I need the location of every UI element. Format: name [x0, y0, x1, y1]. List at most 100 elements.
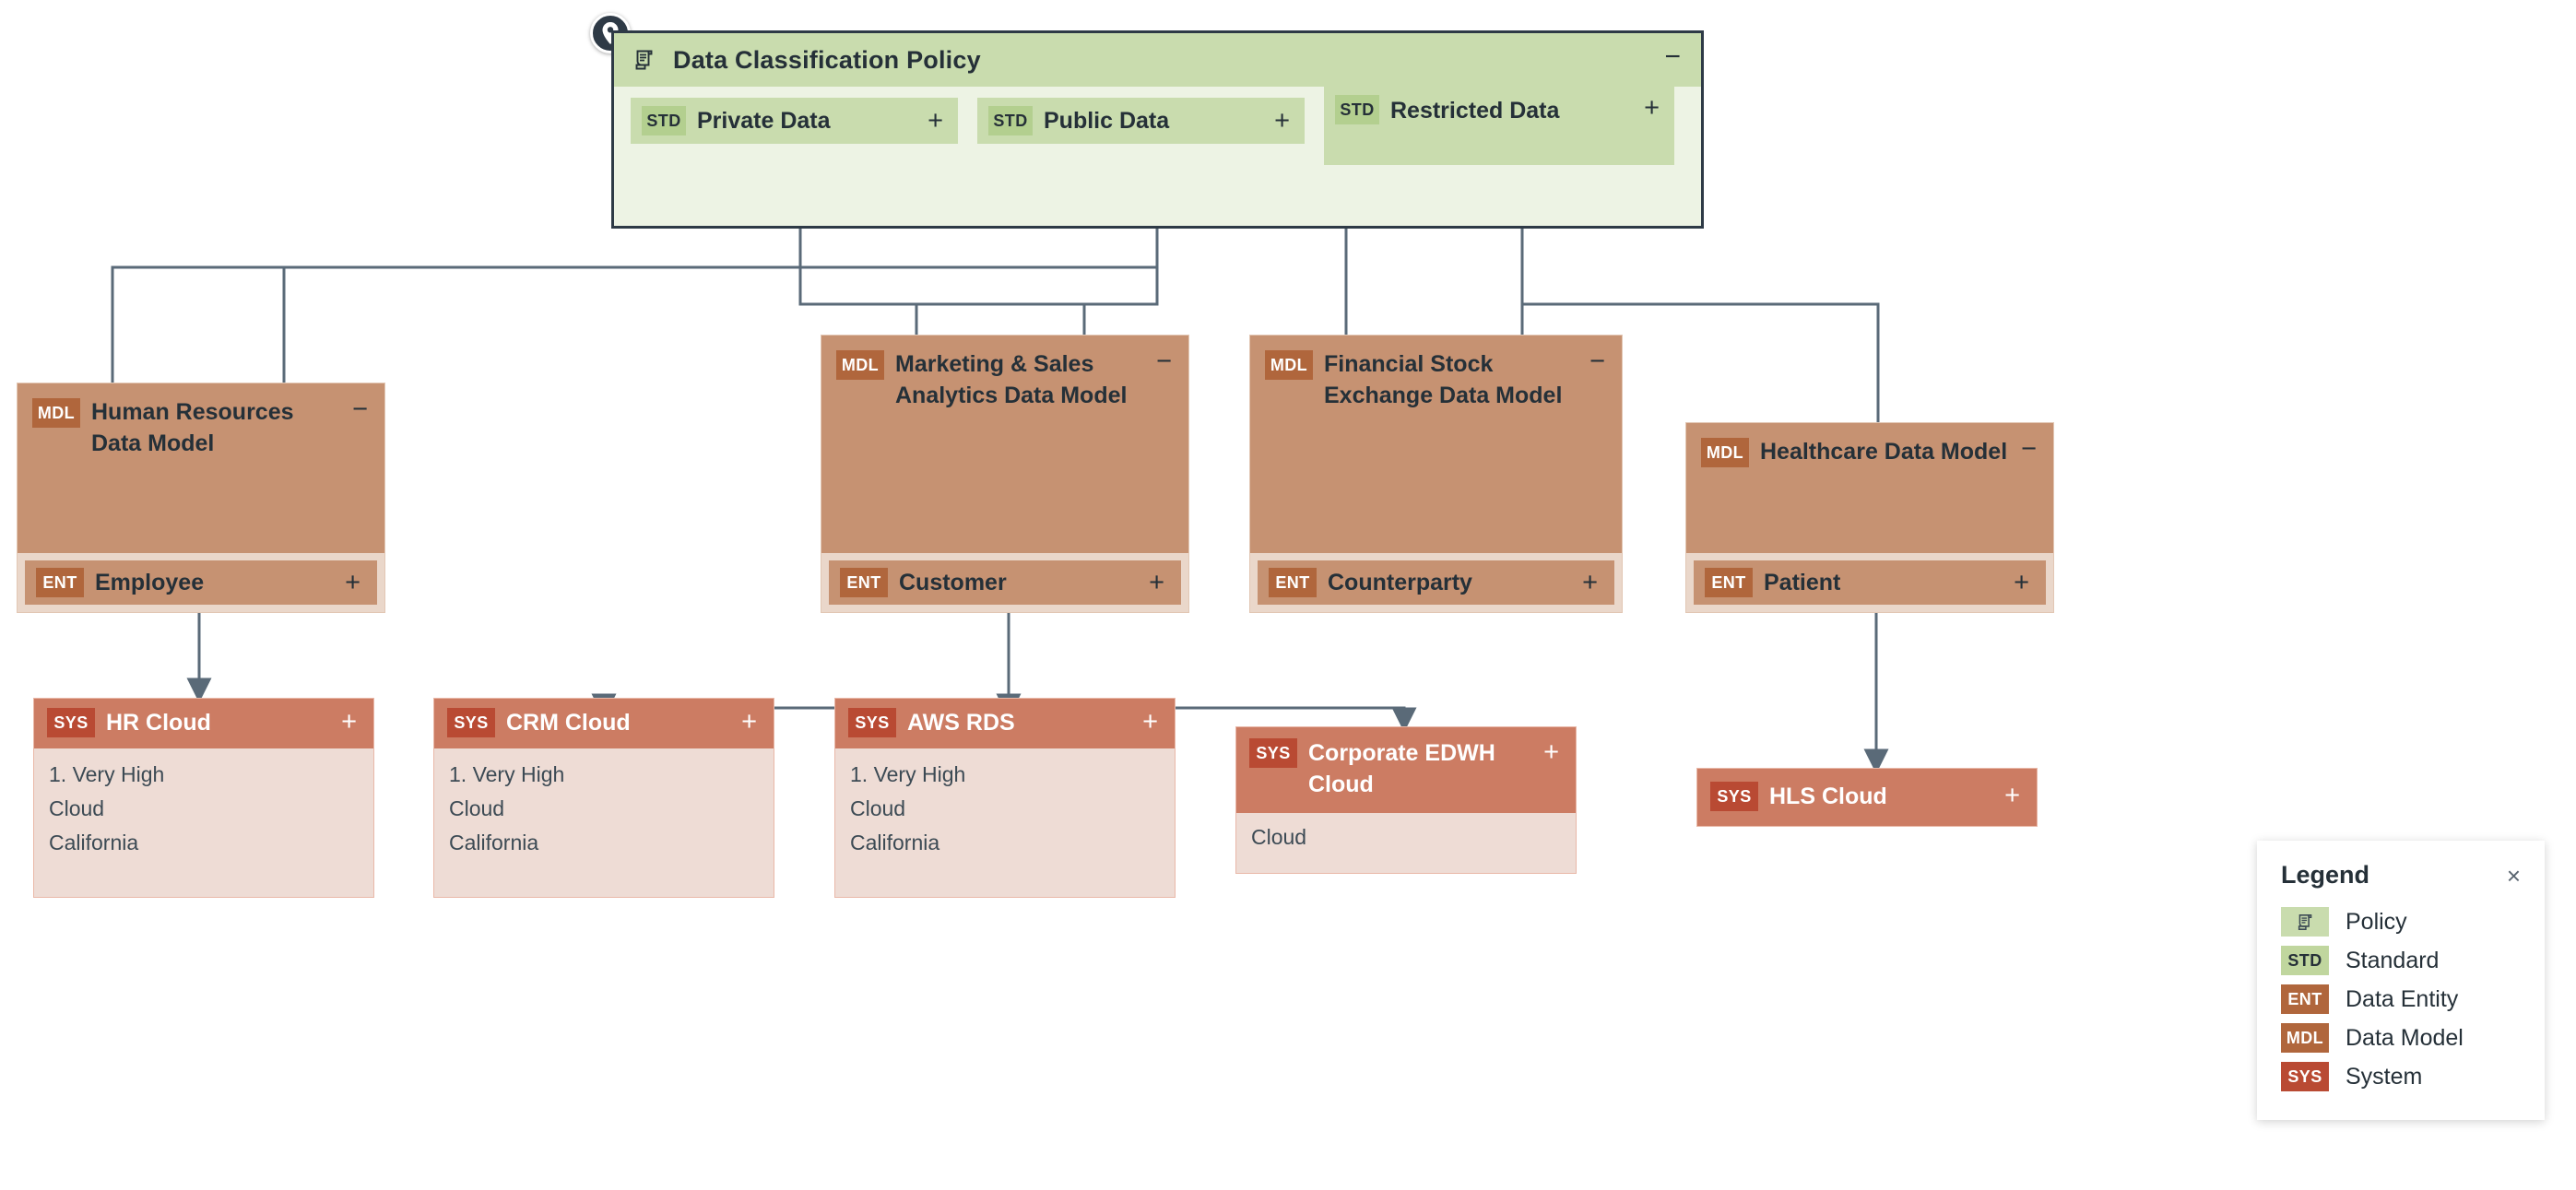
system-attribute: Cloud: [49, 795, 105, 820]
system-attribute: 1. Very High: [449, 761, 565, 786]
entity-chip-customer[interactable]: ENT Customer +: [829, 560, 1181, 605]
data-model-title: Marketing & Sales Analytics Data Model: [895, 351, 1128, 408]
system-attributes: 1. Very High Cloud California: [34, 748, 373, 872]
system-attributes: 1. Very High Cloud California: [434, 748, 774, 872]
std-badge: STD: [2281, 946, 2329, 975]
system-attribute: 1. Very High: [850, 761, 966, 786]
system-expand-button[interactable]: +: [1142, 707, 1158, 736]
policy-standards-area: STD Private Data + STD Public Data + STD…: [614, 82, 1701, 165]
legend-item-data-entity: ENT Data Entity: [2281, 980, 2521, 1019]
data-model-collapse-button[interactable]: −: [1589, 347, 1605, 376]
data-model-title: Healthcare Data Model: [1760, 439, 2008, 465]
system-attribute: California: [850, 831, 940, 854]
entity-chip-patient[interactable]: ENT Patient +: [1694, 560, 2046, 605]
data-model-marketing-sales[interactable]: MDL Marketing & Sales Analytics Data Mod…: [821, 335, 1189, 613]
system-expand-button[interactable]: +: [741, 707, 757, 736]
standard-label: Public Data: [1044, 107, 1170, 134]
entity-label: Customer: [899, 569, 1007, 595]
sys-badge: SYS: [2281, 1062, 2329, 1091]
data-model-header[interactable]: MDL Human Resources Data Model −: [18, 383, 384, 468]
data-model-header[interactable]: MDL Healthcare Data Model −: [1686, 423, 2053, 477]
data-model-body: ENT Employee +: [18, 553, 384, 612]
system-expand-button[interactable]: +: [1543, 737, 1559, 767]
system-attributes: 1. Very High Cloud California: [835, 748, 1175, 872]
legend-item-standard: STD Standard: [2281, 941, 2521, 980]
data-model-human-resources[interactable]: MDL Human Resources Data Model − ENT Emp…: [17, 383, 385, 613]
data-model-financial-stock-exchange[interactable]: MDL Financial Stock Exchange Data Model …: [1249, 335, 1623, 613]
policy-header[interactable]: Data Classification Policy −: [614, 33, 1701, 87]
system-title: AWS RDS: [907, 710, 1015, 736]
system-header[interactable]: SYS Corporate EDWH Cloud +: [1236, 727, 1576, 813]
data-model-collapse-button[interactable]: −: [1156, 347, 1172, 376]
system-attribute: Cloud: [850, 795, 906, 820]
scroll-policy-icon: [2281, 907, 2329, 937]
system-attribute: California: [449, 831, 539, 854]
standard-chip-private-data[interactable]: STD Private Data +: [631, 98, 958, 144]
data-model-body: ENT Counterparty +: [1250, 553, 1622, 612]
standard-expand-button[interactable]: +: [1274, 105, 1290, 135]
entity-expand-button[interactable]: +: [1149, 567, 1164, 597]
system-attribute: 1. Very High: [49, 761, 165, 786]
system-header[interactable]: SYS CRM Cloud +: [434, 699, 774, 748]
entity-label: Patient: [1764, 569, 1841, 595]
sys-badge: SYS: [1249, 738, 1297, 768]
system-attribute: Cloud: [1251, 825, 1307, 849]
legend-panel[interactable]: Legend × Policy STD Standard ENT Data En…: [2257, 841, 2545, 1120]
system-title: HR Cloud: [106, 710, 211, 736]
ent-badge: ENT: [840, 568, 888, 597]
legend-label: Data Model: [2346, 1024, 2464, 1051]
ent-badge: ENT: [36, 568, 84, 597]
policy-title: Data Classification Policy: [673, 45, 981, 74]
legend-label: Standard: [2346, 947, 2440, 973]
data-model-header[interactable]: MDL Marketing & Sales Analytics Data Mod…: [821, 336, 1188, 420]
system-header[interactable]: SYS HR Cloud +: [34, 699, 373, 748]
system-node-hls-cloud[interactable]: SYS HLS Cloud +: [1696, 768, 2038, 827]
mdl-badge: MDL: [32, 398, 80, 428]
data-model-collapse-button[interactable]: −: [2021, 434, 2037, 464]
data-model-collapse-button[interactable]: −: [352, 395, 368, 424]
entity-chip-employee[interactable]: ENT Employee +: [25, 560, 377, 605]
data-model-body: ENT Customer +: [821, 553, 1188, 612]
sys-badge: SYS: [848, 708, 896, 737]
close-icon[interactable]: ×: [2506, 861, 2521, 890]
standard-chip-public-data[interactable]: STD Public Data +: [977, 98, 1305, 144]
data-model-title: Human Resources Data Model: [91, 399, 294, 456]
standard-label: Restricted Data: [1390, 98, 1560, 124]
data-model-healthcare[interactable]: MDL Healthcare Data Model − ENT Patient …: [1685, 422, 2054, 613]
standard-expand-button[interactable]: +: [1644, 93, 1660, 123]
standard-label: Private Data: [697, 107, 831, 134]
legend-title: Legend: [2281, 861, 2370, 889]
entity-expand-button[interactable]: +: [2014, 567, 2029, 597]
ent-badge: ENT: [1269, 568, 1317, 597]
system-node-crm-cloud[interactable]: SYS CRM Cloud + 1. Very High Cloud Calif…: [433, 698, 774, 898]
sys-badge: SYS: [47, 708, 95, 737]
scroll-policy-icon: [629, 44, 660, 76]
std-badge: STD: [1335, 95, 1379, 124]
policy-group[interactable]: Data Classification Policy − STD Private…: [611, 30, 1704, 229]
data-model-body: ENT Patient +: [1686, 553, 2053, 612]
sys-badge: SYS: [1710, 782, 1758, 811]
system-header[interactable]: SYS AWS RDS +: [835, 699, 1175, 748]
system-header[interactable]: SYS HLS Cloud +: [1697, 769, 2037, 826]
system-expand-button[interactable]: +: [2004, 781, 2020, 810]
entity-chip-counterparty[interactable]: ENT Counterparty +: [1258, 560, 1614, 605]
data-model-header[interactable]: MDL Financial Stock Exchange Data Model …: [1250, 336, 1622, 420]
sys-badge: SYS: [447, 708, 495, 737]
legend-label: System: [2346, 1063, 2423, 1090]
legend-header: Legend ×: [2281, 861, 2521, 890]
standard-expand-button[interactable]: +: [928, 105, 943, 135]
system-node-corporate-edwh-cloud[interactable]: SYS Corporate EDWH Cloud + Cloud: [1235, 726, 1577, 874]
mdl-badge: MDL: [836, 350, 884, 380]
system-attributes: Cloud: [1236, 813, 1576, 864]
std-badge: STD: [988, 106, 1033, 135]
system-expand-button[interactable]: +: [341, 707, 357, 736]
system-node-aws-rds[interactable]: SYS AWS RDS + 1. Very High Cloud Califor…: [834, 698, 1176, 898]
system-node-hr-cloud[interactable]: SYS HR Cloud + 1. Very High Cloud Califo…: [33, 698, 374, 898]
standard-chip-restricted-data[interactable]: STD Restricted Data +: [1324, 82, 1674, 165]
entity-expand-button[interactable]: +: [1582, 567, 1598, 597]
entity-expand-button[interactable]: +: [345, 567, 360, 597]
ent-badge: ENT: [2281, 984, 2329, 1014]
std-badge: STD: [642, 106, 686, 135]
policy-collapse-button[interactable]: −: [1664, 41, 1681, 72]
